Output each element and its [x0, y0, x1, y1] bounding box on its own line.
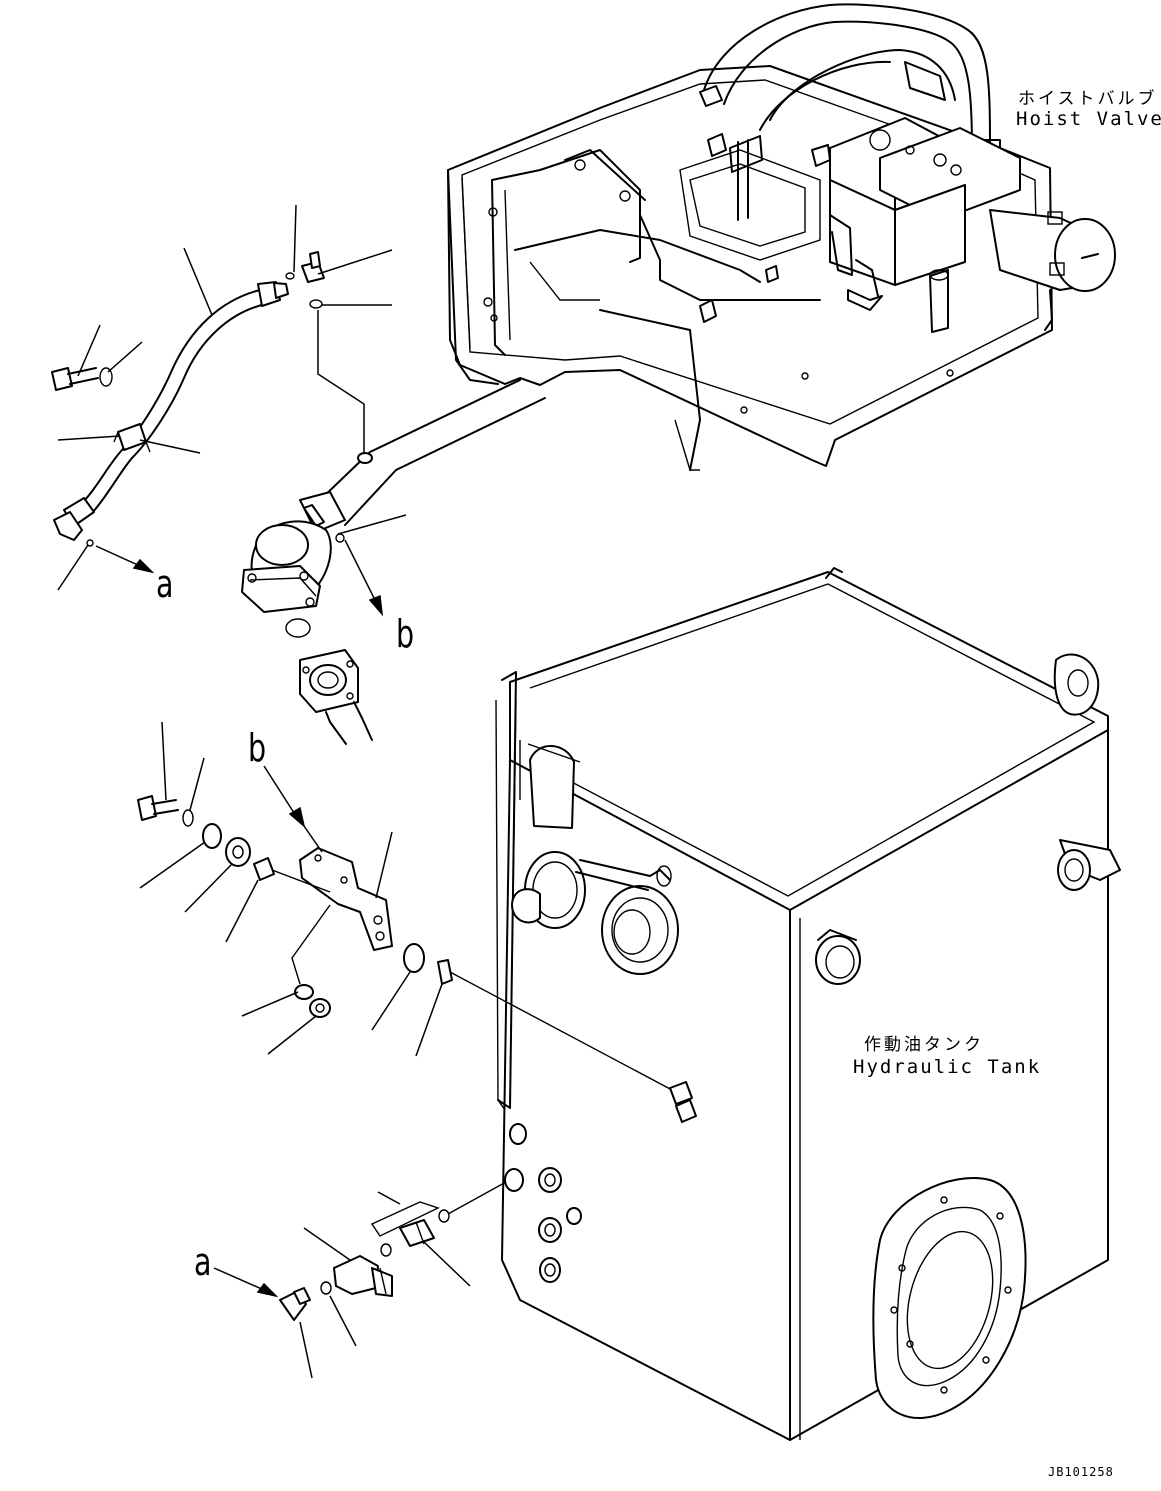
hydraulic-tank-label-jp: 作動油タンク [864, 1035, 984, 1055]
reference-arrows [95, 539, 384, 1298]
drawing-code: JB101258 [1048, 1465, 1114, 1479]
hose-assembly [51, 251, 325, 547]
hoist-valve-label-en: Hoist Valve [1016, 108, 1161, 130]
frame-assembly [447, 3, 1116, 471]
hoist-valve-label-jp: ホイストバルブ [1018, 89, 1158, 109]
suction-pipe [241, 379, 546, 745]
reference-letter-a-top: a [156, 562, 174, 606]
leader-lines [57, 204, 471, 1379]
hydraulic-tank [495, 567, 1121, 1441]
reference-letter-b-top: b [396, 612, 415, 656]
hydraulic-tank-label-en: Hydraulic Tank [853, 1056, 1042, 1078]
bracket-assembly [137, 795, 697, 1123]
reference-letter-a-bottom: a [194, 1240, 212, 1284]
reference-letter-b-mid: b [248, 726, 267, 770]
bottom-fittings [279, 1181, 507, 1321]
